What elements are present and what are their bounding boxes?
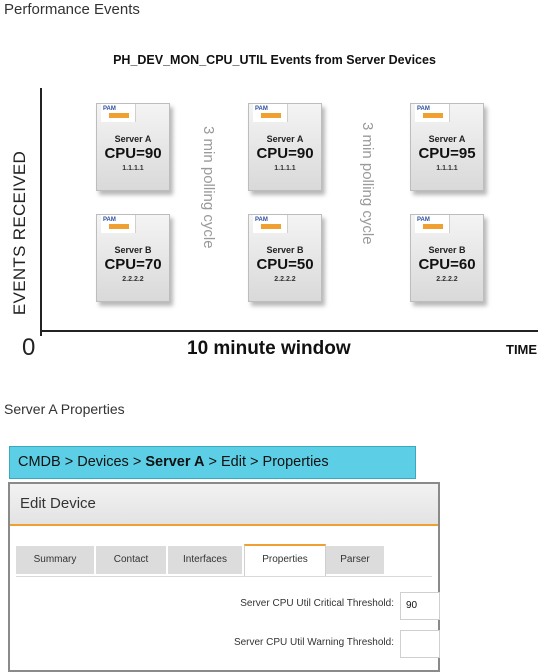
warning-threshold-label: Server CPU Util Warning Threshold: [233, 637, 394, 648]
tab-properties[interactable]: Properties [244, 544, 326, 576]
badge-bar [261, 224, 281, 229]
event-card: PAM Server A CPU=95 1.1.1.1 [410, 103, 484, 191]
event-card: PAM Server B CPU=50 2.2.2.2 [248, 214, 322, 302]
critical-threshold-label: Server CPU Util Critical Threshold: [240, 598, 394, 609]
polling-cycle-label-2: 3 min polling cycle [359, 122, 376, 245]
breadcrumb-edit[interactable]: Edit [221, 454, 246, 470]
event-card: PAM Server A CPU=90 1.1.1.1 [96, 103, 170, 191]
breadcrumb: CMDB > Devices > Server A > Edit > Prope… [9, 446, 416, 479]
event-card: PAM Server A CPU=90 1.1.1.1 [248, 103, 322, 191]
card-server: Server A [114, 134, 152, 144]
badge-bar [423, 224, 443, 229]
section-title-performance-events: Performance Events [4, 1, 140, 18]
badge-bar [109, 224, 129, 229]
warning-threshold-input[interactable] [400, 630, 440, 658]
card-server: Server A [428, 134, 466, 144]
polling-cycle-label-1: 3 min polling cycle [200, 126, 217, 249]
card-server: Server A [266, 134, 304, 144]
card-cpu: CPU=95 [418, 145, 476, 162]
pam-badge: PAM [417, 106, 430, 112]
breadcrumb-separator: > [250, 454, 259, 470]
card-server: Server B [428, 245, 466, 255]
breadcrumb-separator: > [132, 454, 142, 470]
origin-label: 0 [22, 334, 36, 361]
y-axis-label: EVENTS RECEIVED [10, 150, 29, 316]
tab-interfaces[interactable]: Interfaces [168, 546, 242, 574]
pam-badge: PAM [255, 217, 268, 223]
window-label: 10 minute window [187, 338, 351, 359]
tab-divider [16, 576, 432, 577]
card-ip: 1.1.1.1 [122, 165, 144, 172]
event-card: PAM Server B CPU=70 2.2.2.2 [96, 214, 170, 302]
edit-device-panel: Edit Device Summary Contact Interfaces P… [8, 482, 440, 672]
card-ip: 2.2.2.2 [122, 276, 144, 283]
card-server: Server B [266, 245, 304, 255]
badge-bar [261, 113, 281, 118]
diagram-title: PH_DEV_MON_CPU_UTIL Events from Server D… [113, 53, 436, 67]
critical-threshold-input[interactable]: 90 [400, 592, 440, 620]
card-server: Server B [114, 245, 152, 255]
panel-header: Edit Device [10, 484, 438, 526]
y-axis-line [40, 88, 42, 336]
card-cpu: CPU=50 [256, 256, 314, 273]
card-ip: 1.1.1.1 [274, 165, 296, 172]
card-cpu: CPU=90 [104, 145, 162, 162]
card-ip: 1.1.1.1 [436, 165, 458, 172]
event-card: PAM Server B CPU=60 2.2.2.2 [410, 214, 484, 302]
pam-badge: PAM [417, 217, 430, 223]
panel-title: Edit Device [20, 495, 96, 512]
breadcrumb-cmdb[interactable]: CMDB [18, 454, 61, 470]
breadcrumb-properties[interactable]: Properties [262, 454, 329, 470]
badge-bar [109, 113, 129, 118]
pam-badge: PAM [255, 106, 268, 112]
card-ip: 2.2.2.2 [436, 276, 458, 283]
card-cpu: CPU=90 [256, 145, 314, 162]
card-cpu: CPU=60 [418, 256, 476, 273]
tab-contact[interactable]: Contact [96, 546, 166, 574]
card-ip: 2.2.2.2 [274, 276, 296, 283]
breadcrumb-server[interactable]: Server A [145, 454, 205, 470]
tab-parser[interactable]: Parser [326, 546, 384, 574]
badge-bar [423, 113, 443, 118]
section-title-server-properties: Server A Properties [4, 401, 125, 417]
x-axis-line [40, 330, 538, 332]
breadcrumb-devices[interactable]: Devices [77, 454, 129, 470]
tab-summary[interactable]: Summary [16, 546, 94, 574]
breadcrumb-separator: > [64, 454, 74, 470]
x-axis-label: TIME [506, 342, 538, 357]
card-cpu: CPU=70 [104, 256, 162, 273]
pam-badge: PAM [103, 106, 116, 112]
pam-badge: PAM [103, 217, 116, 223]
breadcrumb-separator: > [208, 454, 217, 470]
